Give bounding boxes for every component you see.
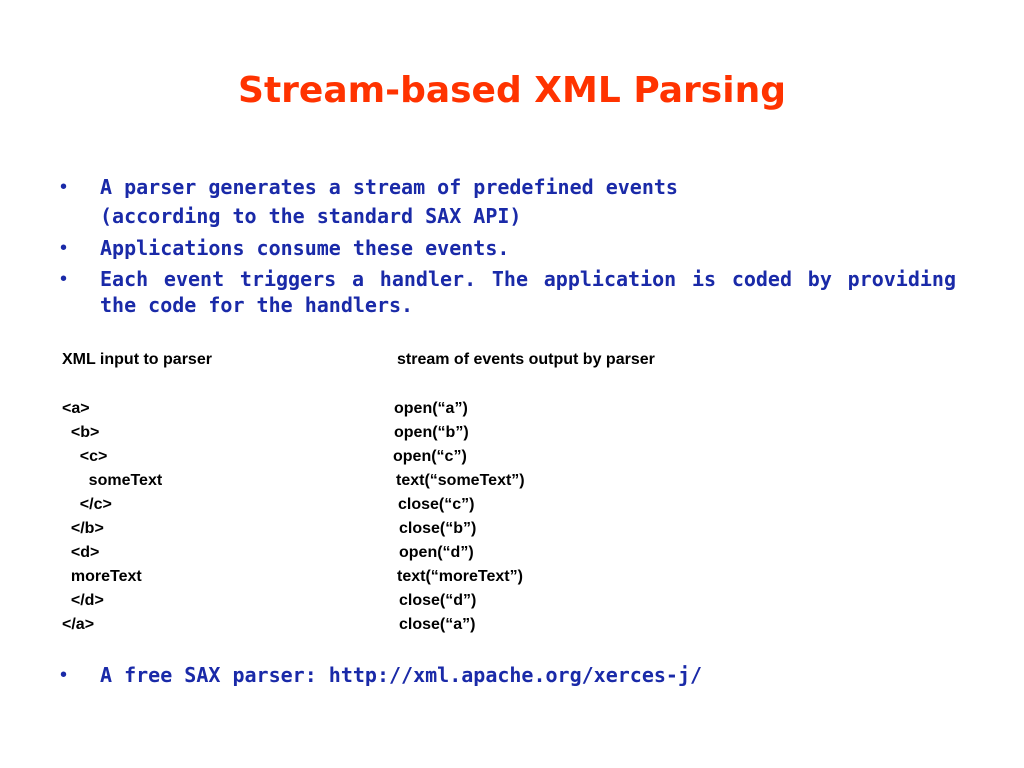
bullet-marker: • [60,268,68,290]
event-line: close(“d”) [399,592,477,609]
xml-input-line: <c> [62,448,108,465]
event-line: close(“c”) [398,496,475,513]
event-line: text(“moreText”) [397,568,523,585]
event-line: open(“c”) [393,448,467,465]
event-line: open(“b”) [394,424,469,441]
xml-input-line: </b> [62,520,104,537]
bullet-item: • Each event triggers a handler. The app… [0,266,1024,322]
bullet-item: • A parser generates a stream of predefi… [0,174,1024,200]
xml-input-line: <b> [62,424,100,441]
xml-input-line: <d> [62,544,100,561]
xml-input-line: </a> [62,616,95,633]
event-line: close(“b”) [399,520,477,537]
event-stream-header: stream of events output by parser [397,351,655,368]
xml-input-line: </c> [62,496,112,513]
event-line: open(“d”) [399,544,474,561]
event-line: close(“a”) [399,616,476,633]
event-line: text(“someText”) [396,472,525,489]
bullet-continuation: (according to the standard SAX API) [100,204,522,228]
bullet-item: • A free SAX parser: http://xml.apache.o… [0,662,1024,688]
bullet-marker: • [60,664,68,686]
slide-title: Stream-based XML Parsing [238,70,786,111]
xml-input-header: XML input to parser [62,351,212,368]
xml-input-line: </d> [62,592,104,609]
bullet-text: Applications consume these events. [100,236,510,260]
event-line: open(“a”) [394,400,468,417]
xml-input-line: <a> [62,400,90,417]
bullet-text: Each event triggers a handler. The appli… [100,267,956,317]
xml-input-line: someText [62,472,163,489]
bullet-text: A parser generates a stream of predefine… [100,175,678,199]
bullet-marker: • [60,176,68,198]
xml-input-line: moreText [62,568,142,585]
bullet-marker: • [60,237,68,259]
sax-parser-link-text: A free SAX parser: http://xml.apache.org… [100,663,703,687]
bullet-item: • Applications consume these events. [0,235,1024,261]
